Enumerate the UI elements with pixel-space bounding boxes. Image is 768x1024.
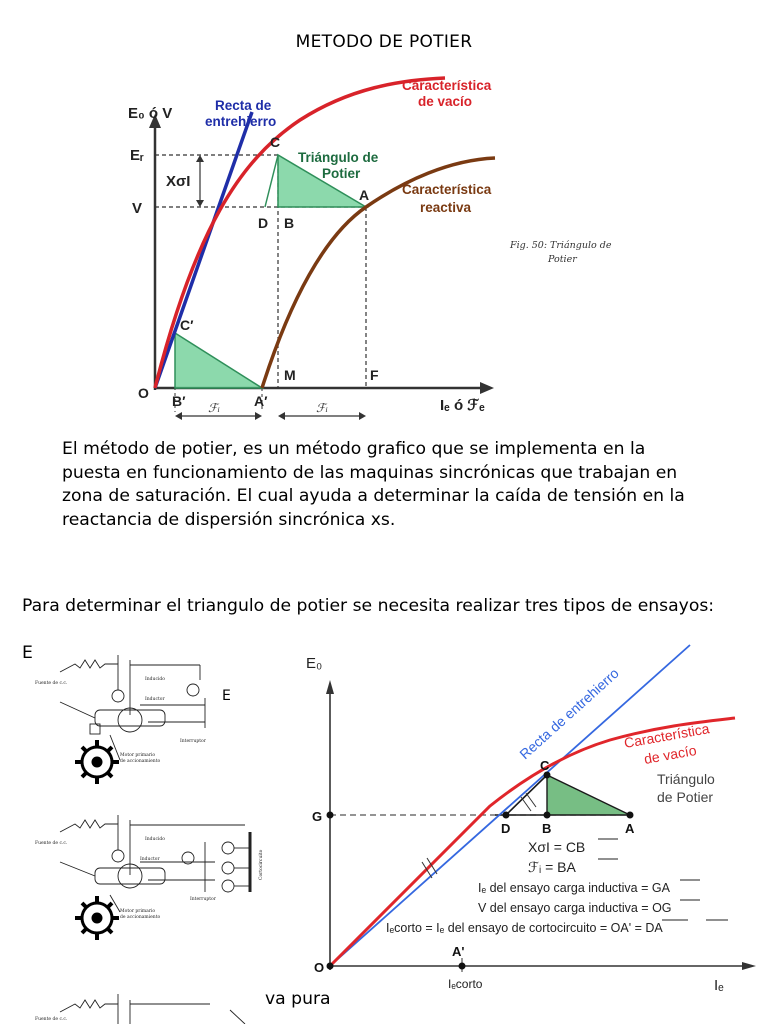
f2-equation-2: ℱᵢ = BA bbox=[528, 859, 577, 875]
circuit1-inductor: Inductor bbox=[145, 696, 165, 702]
f2-tick-4 bbox=[525, 792, 537, 808]
f2-y-axis-label: E₀ bbox=[306, 655, 322, 672]
circuit-cortocircuito bbox=[59, 815, 252, 913]
f2-equation-5: Iₑcorto = Iₑ del ensayo de cortocircuito… bbox=[386, 921, 663, 935]
f1-small-triangle bbox=[174, 331, 265, 389]
f2-triangle-label-2: de Potier bbox=[657, 789, 713, 805]
f1-recta-label-2: entrehierro bbox=[205, 114, 276, 129]
f1-caracteristica-vacio bbox=[153, 76, 446, 389]
f1-triangle-label-2: Potier bbox=[322, 166, 361, 181]
f2-potier-triangle bbox=[546, 773, 631, 816]
circuit2-motor-2: de accionamiento bbox=[120, 914, 161, 920]
ensayo-fragment-e: E bbox=[22, 643, 33, 663]
circuit1-e-label: E bbox=[222, 688, 231, 704]
f2-equation-3: Iₑ del ensayo carga inductiva = GA bbox=[478, 881, 671, 895]
f1-vacio-label-1: Característica bbox=[402, 78, 492, 93]
f2-point-b: B bbox=[542, 821, 551, 836]
f2-point-b-dot bbox=[543, 811, 551, 819]
f2-tick-3 bbox=[520, 796, 532, 812]
f2-recta-label: Recta de entrehierro bbox=[516, 665, 622, 762]
f1-triangle-label-1: Triángulo de bbox=[298, 150, 379, 165]
circuit1-motor-1: Motor primario bbox=[120, 752, 155, 758]
f2-point-d-dot bbox=[502, 811, 510, 819]
f1-dim-label-2: ℱᵢ bbox=[316, 401, 328, 415]
f2-x-arrow bbox=[742, 962, 756, 970]
f2-equation-1: XσI = CB bbox=[528, 839, 585, 855]
f1-point-f: F bbox=[370, 367, 379, 383]
page-title: METODO DE POTIER bbox=[295, 32, 473, 52]
f1-point-a: A bbox=[359, 187, 369, 203]
f1-reactiva-label-1: Característica bbox=[402, 182, 492, 197]
f2-triangle-label-1: Triángulo bbox=[657, 771, 715, 787]
f1-point-bprime: B′ bbox=[172, 393, 186, 409]
circuit2-interruptor: Interruptor bbox=[190, 896, 217, 902]
f2-point-d: D bbox=[501, 821, 510, 836]
f2-tick-1 bbox=[421, 861, 433, 879]
f1-point-o: O bbox=[138, 385, 149, 401]
f1-recta-entrehierro bbox=[153, 111, 254, 389]
f2-point-a-dot bbox=[626, 811, 634, 819]
f2-vacio-label-2: de vacío bbox=[643, 742, 698, 767]
circuit1-motor-2: de accionamiento bbox=[120, 758, 161, 764]
f1-xsigma-label: XσI bbox=[166, 173, 190, 190]
f1-potier-triangle bbox=[277, 153, 369, 208]
circuit2-fuente: Fuente de c.c. bbox=[35, 840, 68, 846]
f2-dc-line bbox=[505, 774, 548, 816]
ensayos-paragraph: Para determinar el triangulo de potier s… bbox=[22, 596, 715, 616]
f2-point-a: A bbox=[625, 821, 635, 836]
f1-v-label: V bbox=[132, 200, 142, 217]
f2-tick-2 bbox=[426, 857, 438, 875]
f1-caption-1: Fig. 50: Triángulo de bbox=[509, 240, 612, 251]
f1-x-axis-label: Iₑ ó ℱₑ bbox=[440, 397, 485, 414]
f2-point-aprime-dot bbox=[458, 962, 466, 970]
f2-point-aprime: A' bbox=[452, 944, 464, 959]
f1-point-c: C bbox=[270, 134, 280, 150]
circuit-vacio bbox=[59, 655, 206, 761]
f2-g-label: G bbox=[312, 809, 322, 824]
gear-icon-2 bbox=[75, 896, 119, 940]
circuit1-inducido: Inducido bbox=[145, 676, 165, 682]
circuit2-inducido: Inducido bbox=[145, 836, 165, 842]
f1-cd-line bbox=[264, 154, 279, 208]
f2-y-arrow bbox=[326, 680, 334, 694]
f1-y-axis-label: E₀ ó V bbox=[128, 105, 172, 122]
f2-iecorto-label: Iₑcorto bbox=[448, 977, 483, 991]
f1-dim-label-1: ℱᵢ bbox=[208, 401, 220, 415]
f2-point-c: C bbox=[540, 758, 550, 773]
f2-point-g-dot bbox=[326, 811, 334, 819]
f2-o-label: O bbox=[314, 960, 324, 975]
circuit3-fuente: Fuente de c.c. bbox=[35, 1016, 68, 1022]
f1-point-aprime: A′ bbox=[254, 393, 268, 409]
intro-paragraph: El método de potier, es un método grafic… bbox=[62, 439, 685, 530]
f2-recta-entrehierro bbox=[329, 644, 691, 967]
f1-recta-label-1: Recta de bbox=[215, 98, 272, 113]
f2-point-o-dot bbox=[326, 962, 334, 970]
f1-vacio-label-2: de vacío bbox=[418, 94, 472, 109]
f1-reactiva-label-2: reactiva bbox=[420, 200, 472, 215]
f1-point-d: D bbox=[258, 215, 268, 231]
circuit-carga-reactiva bbox=[59, 994, 246, 1024]
f1-point-cprime: C′ bbox=[180, 317, 194, 333]
f2-point-c-dot bbox=[543, 771, 551, 779]
f1-caption-2: Potier bbox=[547, 254, 578, 265]
f1-caracteristica-reactiva bbox=[260, 156, 496, 389]
f2-caracteristica-vacio bbox=[328, 716, 736, 968]
circuit1-fuente: Fuente de c.c. bbox=[35, 680, 68, 686]
circuit2-cortocircuito: Cortocircuito bbox=[258, 849, 264, 880]
f1-x-arrow bbox=[480, 382, 494, 394]
f1-point-b: B bbox=[284, 215, 294, 231]
f2-x-axis-label: Iₑ bbox=[714, 977, 724, 994]
f1-y-arrow bbox=[149, 114, 161, 128]
circuit2-motor-1: Motor primario bbox=[120, 908, 155, 914]
circuit2-inductor: Inductor bbox=[140, 856, 160, 862]
circuit1-interruptor: Interruptor bbox=[180, 738, 207, 744]
ensayo-fragment-bottom: va pura bbox=[265, 989, 331, 1009]
f1-point-m: M bbox=[284, 367, 296, 383]
gear-icon-1 bbox=[75, 740, 119, 784]
f2-vacio-label-1: Característica bbox=[623, 720, 711, 751]
f2-equation-4: V del ensayo carga inductiva = OG bbox=[478, 901, 672, 915]
f1-er-label: Eᵣ bbox=[130, 147, 144, 164]
